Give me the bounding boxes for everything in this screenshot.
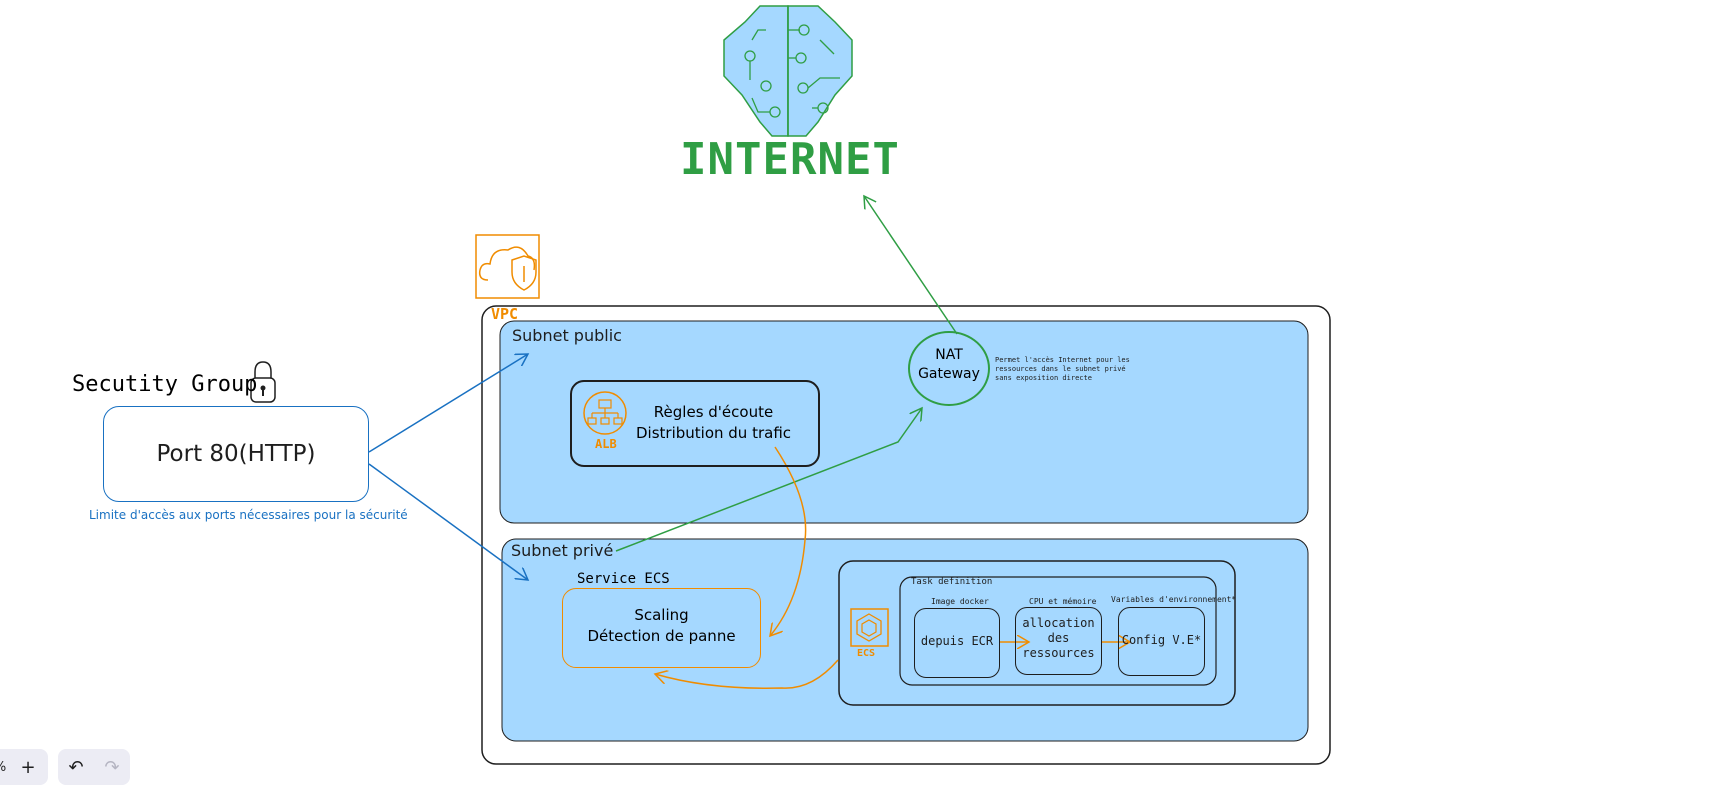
vpc-container <box>481 305 1331 765</box>
private-to-nat-arrow <box>615 408 922 552</box>
ecs-to-service-arrow <box>655 659 839 689</box>
port-80-label: Port 80(HTTP) <box>156 441 316 467</box>
env-caption: Variables d'environnement* <box>1111 595 1237 604</box>
alb-icon <box>583 391 627 435</box>
subnet-public-title: Subnet public <box>512 326 622 345</box>
zoom-level-button[interactable]: % <box>0 749 10 785</box>
internet-brain-icon <box>723 5 853 137</box>
service-line-1: Scaling <box>634 606 689 624</box>
task-definition-box <box>899 576 1217 686</box>
ecs-icon <box>850 608 889 647</box>
nat-gateway-text: NAT Gateway <box>908 346 990 384</box>
env-box <box>1118 607 1205 676</box>
service-ecs-text: Scaling Détection de panne <box>562 605 761 647</box>
subnet-private-title: Subnet privé <box>511 541 614 560</box>
alb-label: ALB <box>595 437 617 451</box>
redo-button[interactable]: ↷ <box>104 756 120 778</box>
service-line-2: Détection de panne <box>587 627 736 645</box>
security-group-title: Secutity Group <box>72 372 258 397</box>
canvas-toolbar: % + ↶ ↷ <box>0 749 130 785</box>
alb-text: Règles d'écoute Distribution du trafic <box>636 402 791 444</box>
sg-to-public-arrow <box>368 354 528 453</box>
service-ecs-title: Service ECS <box>577 571 670 587</box>
alb-line-1: Règles d'écoute <box>653 403 774 421</box>
vpc-cloud-shield-icon <box>475 234 540 299</box>
undo-button[interactable]: ↶ <box>68 756 84 778</box>
ecs-cluster-box <box>838 560 1236 706</box>
env-text: Config V.E* <box>1121 633 1202 647</box>
task-definition-title: Task definition <box>911 577 993 587</box>
cpu-line-3: ressources <box>1022 646 1095 660</box>
cpu-line-2: des <box>1047 631 1070 645</box>
alb-to-service-arrow <box>770 446 807 636</box>
image-docker-box <box>914 608 1000 678</box>
port-80-box: Port 80(HTTP) <box>103 406 369 502</box>
cpu-text: allocation des ressources <box>1015 616 1102 661</box>
cpu-box <box>1015 607 1102 675</box>
vpc-label: VPC <box>491 305 519 323</box>
subnet-private-box <box>501 538 1309 742</box>
ecs-label: ECS <box>857 648 876 659</box>
alb-line-2: Distribution du trafic <box>636 424 792 442</box>
history-group: ↶ ↷ <box>58 749 130 785</box>
sg-to-private-arrow <box>368 463 528 580</box>
nat-gateway-circle <box>908 331 990 406</box>
nat-line-2: Gateway <box>918 366 980 382</box>
service-ecs-box <box>562 588 761 668</box>
alb-box <box>570 380 820 467</box>
internet-title: INTERNET <box>680 134 900 185</box>
nat-gateway-note: Permet l'accès Internet pour les ressour… <box>995 356 1130 382</box>
zoom-group: % + <box>0 749 48 785</box>
zoom-in-button[interactable]: + <box>20 756 36 778</box>
cpu-line-1: allocation <box>1022 616 1095 630</box>
subnet-public-box <box>499 320 1309 524</box>
lock-icon <box>250 361 276 403</box>
security-group-note: Limite d'accès aux ports nécessaires pou… <box>89 508 408 522</box>
nat-to-internet-arrow <box>864 196 958 335</box>
image-docker-text: depuis ECR <box>920 634 994 648</box>
nat-line-1: NAT <box>935 347 963 363</box>
image-docker-caption: Image docker <box>931 597 989 606</box>
cpu-caption: CPU et mémoire <box>1029 597 1097 606</box>
